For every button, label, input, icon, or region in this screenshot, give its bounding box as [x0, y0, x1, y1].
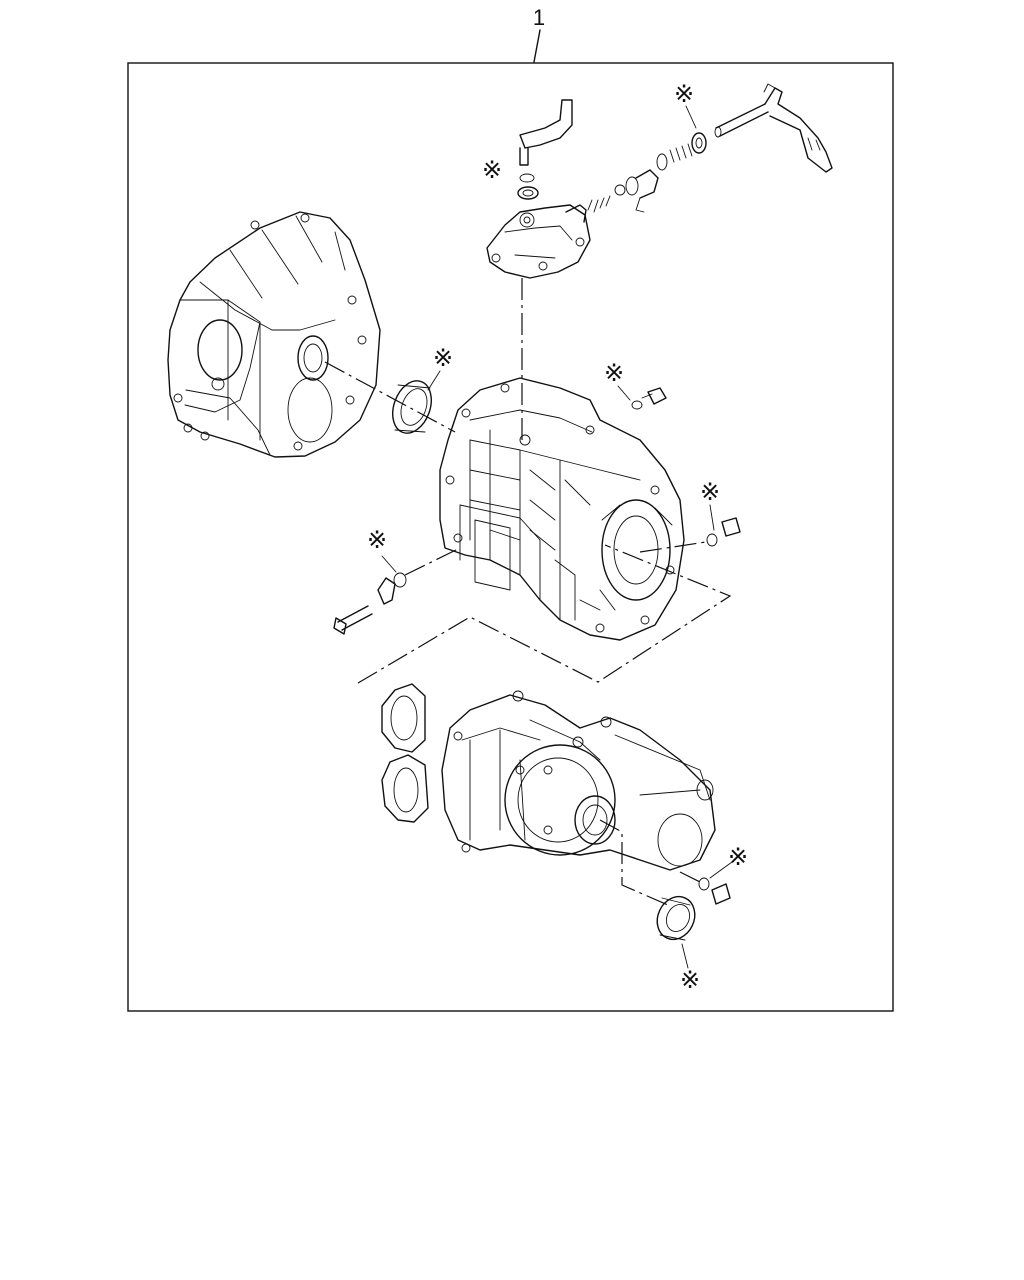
clutch-housing	[167, 211, 381, 458]
alignment-line-seal	[324, 361, 456, 433]
drain-plug-right	[706, 517, 741, 547]
extension-housing	[441, 690, 716, 871]
alignment-line-right	[639, 541, 707, 553]
oil-seal-bottom	[656, 895, 696, 941]
drain-plug-bottom	[698, 877, 731, 905]
shift-cover-assembly	[486, 83, 833, 279]
replacement-marker: ※	[728, 844, 748, 871]
replacement-marker: ※	[674, 81, 694, 108]
replacement-marker: ※	[367, 527, 387, 554]
replacement-marker: ※	[680, 967, 700, 994]
replacement-marker: ※	[433, 345, 453, 372]
replacement-marker: ※	[482, 157, 502, 184]
gaskets	[381, 683, 429, 823]
drain-plug-top	[631, 387, 667, 410]
alignment-line-left	[404, 547, 461, 576]
callout-number: 1	[533, 5, 545, 30]
oil-seal-left	[392, 380, 432, 434]
alignment-line-seal-bottom	[599, 819, 669, 906]
alignment-line-plug	[679, 871, 701, 883]
replacement-marker: ※	[604, 360, 624, 387]
bolt-bracket-left	[333, 572, 407, 635]
diagram-frame	[127, 62, 894, 1012]
replacement-marker: ※	[700, 479, 720, 506]
transmission-case	[439, 377, 685, 641]
callout-leader	[533, 29, 541, 63]
assembly-envelope	[357, 544, 732, 684]
